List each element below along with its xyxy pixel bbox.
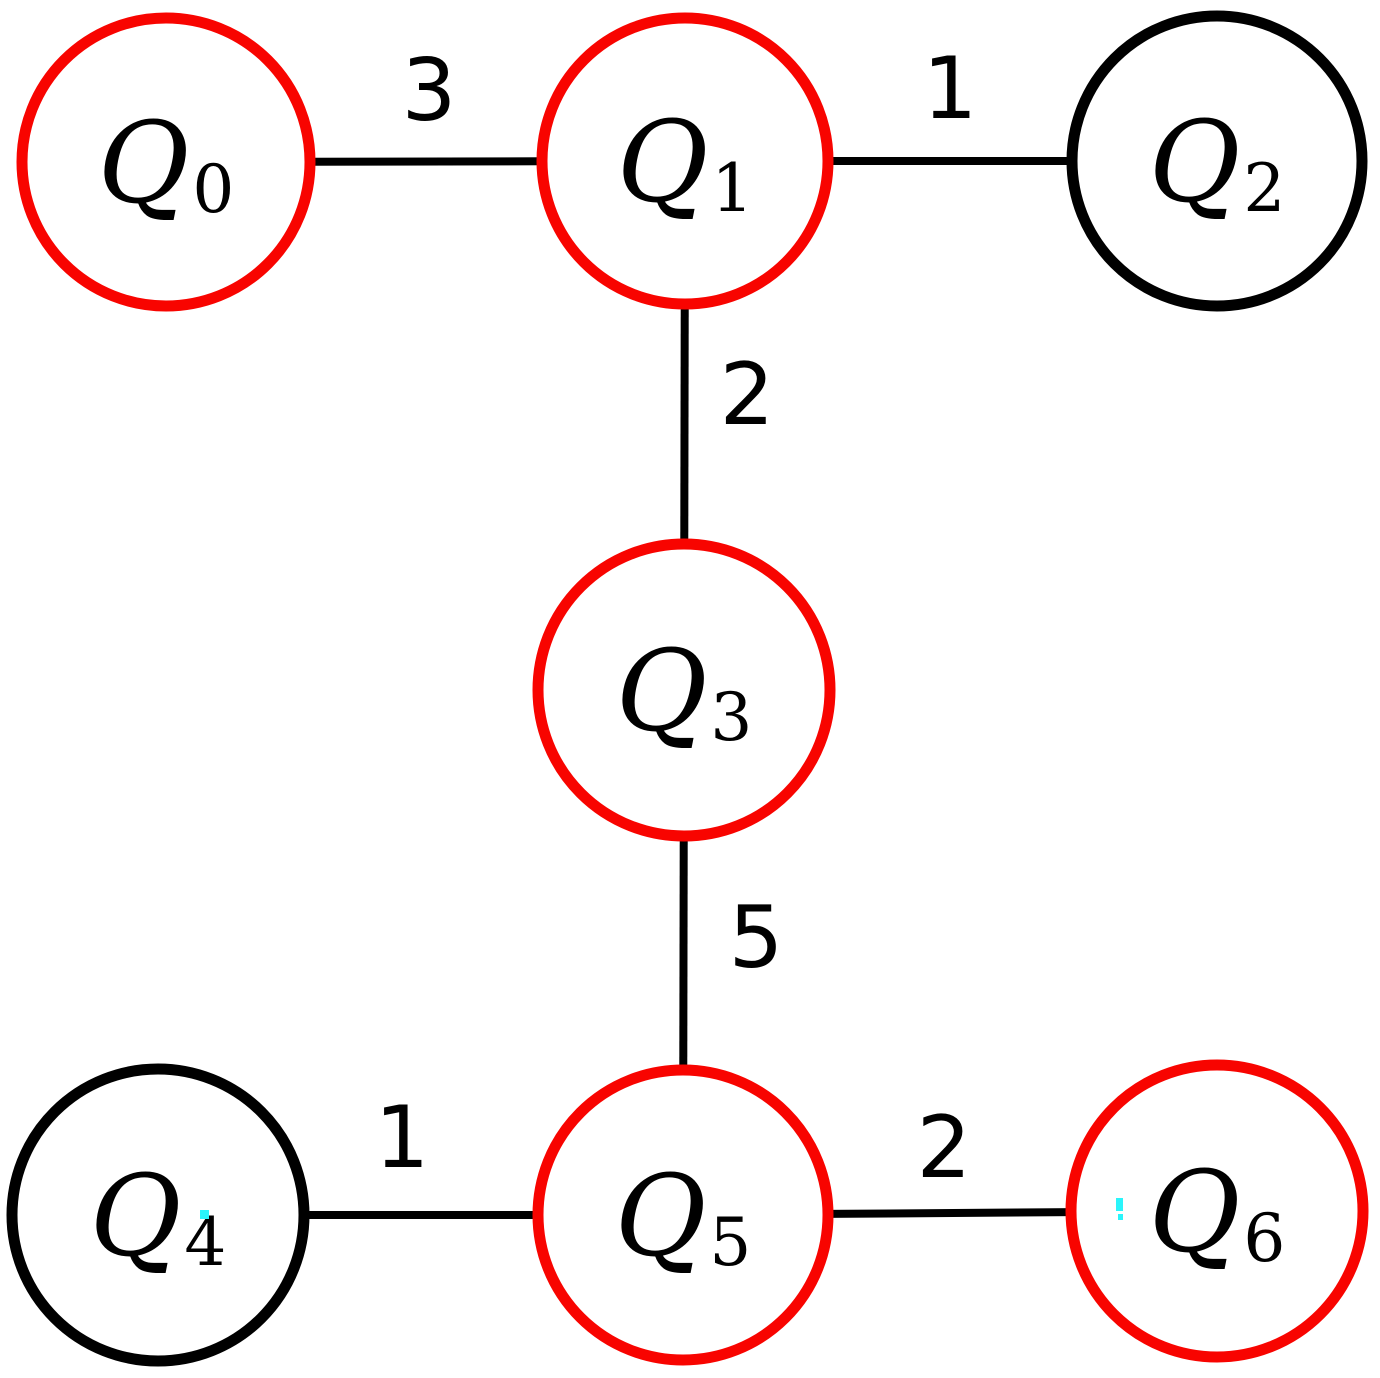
edge-line-Q5-Q6: [827, 1208, 1072, 1218]
node-circle-Q3: [532, 538, 836, 842]
node-Q5: Q5: [532, 1064, 834, 1366]
node-label-Q0: Q0: [98, 99, 235, 229]
edge-Q1-Q2: 1: [828, 39, 1072, 165]
node-circle-Q2: [1066, 10, 1368, 312]
edge-weight-Q0-Q1: 3: [402, 41, 457, 141]
edge-weight-Q1-Q2: 1: [923, 39, 978, 139]
node-Q3: Q3: [532, 538, 836, 842]
node-label-Q3: Q3: [616, 627, 753, 757]
artifact-mark-1: [1116, 1198, 1123, 1211]
edge-Q5-Q6: 2: [827, 1098, 1072, 1218]
node-label-Q1: Q1: [617, 98, 754, 228]
node-Q6: Q6: [1065, 1059, 1369, 1363]
edge-weight-Q1-Q3: 2: [720, 345, 775, 445]
edge-weight-Q3-Q5: 5: [729, 888, 784, 988]
node-label-Q4: Q4: [90, 1152, 227, 1282]
node-label-Q6: Q6: [1149, 1148, 1286, 1278]
edge-Q1-Q3: 2: [680, 303, 775, 545]
node-circle-Q5: [532, 1064, 834, 1366]
node-circle-Q1: [536, 12, 834, 310]
node-Q0: Q0: [16, 12, 316, 312]
node-Q1: Q1: [536, 12, 834, 310]
edge-Q4-Q5: 1: [304, 1088, 538, 1219]
node-circle-Q0: [16, 12, 316, 312]
edge-weight-Q4-Q5: 1: [375, 1088, 430, 1188]
artifact-mark-0: [200, 1210, 209, 1219]
edge-Q3-Q5: 5: [679, 835, 784, 1071]
node-Q2: Q2: [1066, 10, 1368, 312]
node-Q4: Q4: [6, 1063, 310, 1367]
node-circle-Q4: [6, 1063, 310, 1367]
edge-Q0-Q1: 3: [309, 41, 543, 166]
artifact-mark-2: [1118, 1214, 1123, 1220]
node-label-Q2: Q2: [1149, 98, 1286, 228]
node-circle-Q6: [1065, 1059, 1369, 1363]
edge-weight-Q5-Q6: 2: [917, 1098, 972, 1198]
node-label-Q5: Q5: [615, 1152, 752, 1282]
